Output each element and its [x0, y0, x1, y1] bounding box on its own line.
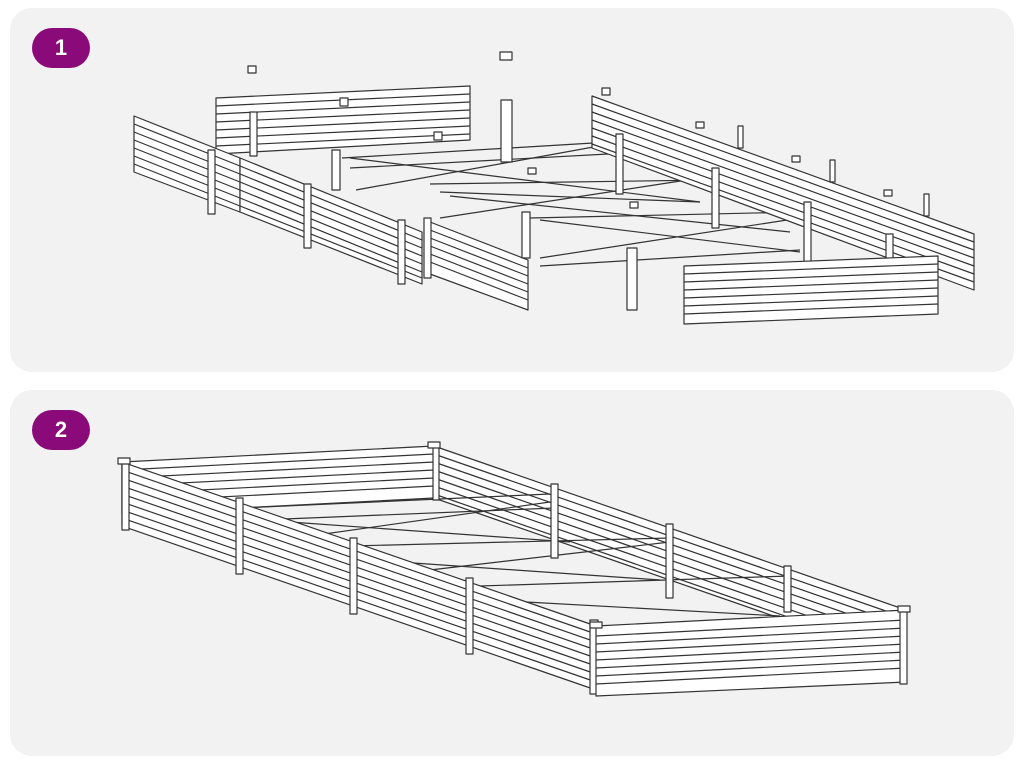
- left-side-panels: [133, 115, 529, 311]
- exterior-front-wall: [595, 607, 908, 697]
- corner-caps: [117, 441, 911, 629]
- step-2-badge: 2: [32, 410, 90, 450]
- interior-posts: [432, 443, 792, 613]
- hardware-brackets: [247, 51, 893, 209]
- exploded-raised-bed-illustration: [133, 51, 975, 325]
- corner-posts: [331, 99, 638, 311]
- cross-braces: [341, 141, 801, 267]
- interior-cross-braces: [239, 493, 791, 617]
- step-1-badge: 1: [32, 28, 90, 68]
- front-end-panel: [683, 255, 939, 325]
- back-end-panel: [215, 85, 471, 157]
- step-2-panel: 2: [10, 390, 1014, 756]
- assembled-raised-bed-illustration: [117, 441, 911, 697]
- step-1-panel: 1: [10, 8, 1014, 372]
